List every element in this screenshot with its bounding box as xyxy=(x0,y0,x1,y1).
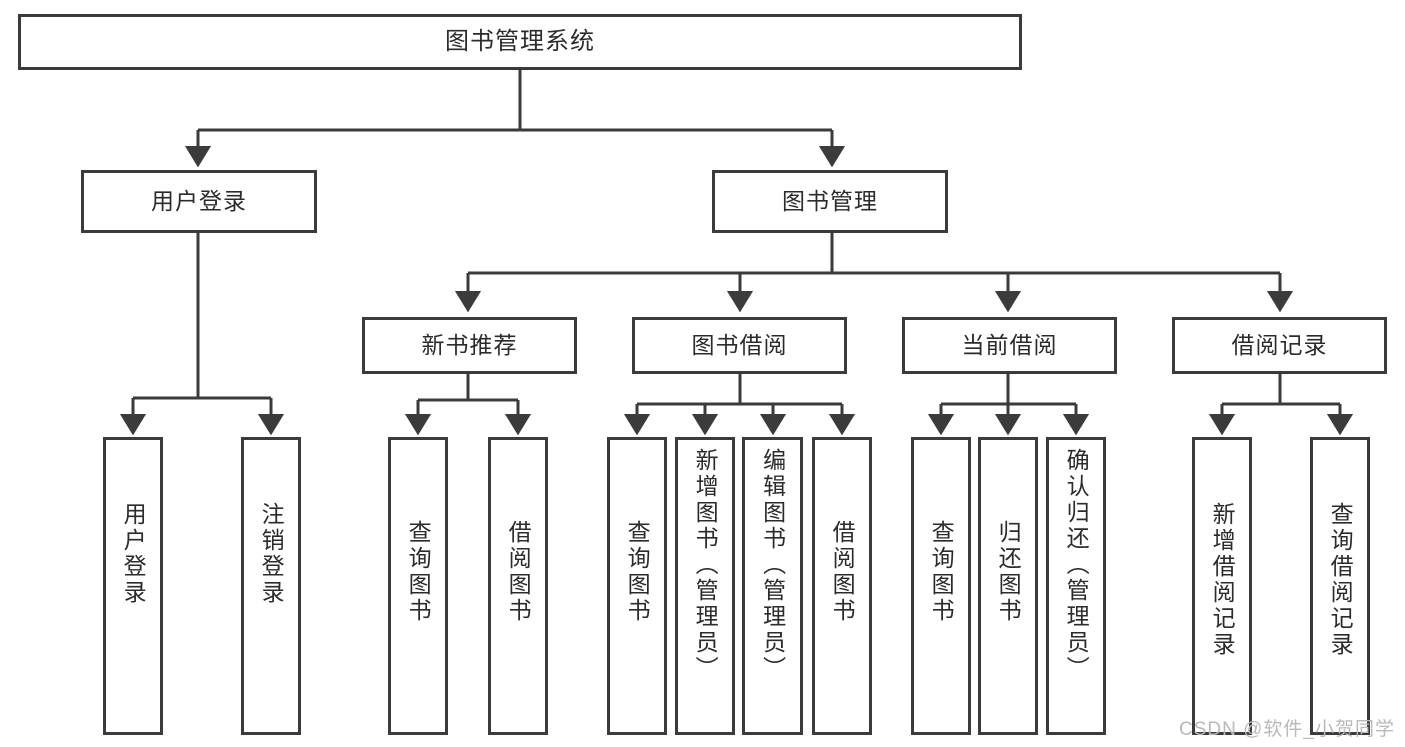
leaf-add-book-admin[interactable]: 新增图书（管理员） xyxy=(675,437,735,735)
leaf-label: 查询借阅记录 xyxy=(1327,502,1354,658)
leaf-label: 查询图书 xyxy=(405,520,432,624)
leaf-confirm-return-admin[interactable]: 确认归还（管理员） xyxy=(1046,437,1106,735)
leaf-label: 查询图书 xyxy=(624,520,651,624)
leaf-label: 注销登录 xyxy=(258,502,285,606)
node-new-book-recommend[interactable]: 新书推荐 xyxy=(362,317,577,374)
node-book-management[interactable]: 图书管理 xyxy=(712,170,948,233)
watermark: CSDN @软件_小贺同学 xyxy=(1179,719,1395,740)
node-label: 新书推荐 xyxy=(421,332,518,359)
leaf-user-login[interactable]: 用户登录 xyxy=(103,437,163,735)
leaf-label: 编辑图书（管理员） xyxy=(759,448,786,682)
leaf-label: 借阅图书 xyxy=(829,520,856,624)
leaf-query-book-current[interactable]: 查询图书 xyxy=(911,437,971,735)
node-current-borrow[interactable]: 当前借阅 xyxy=(902,317,1117,374)
leaf-label: 新增借阅记录 xyxy=(1209,502,1236,658)
leaf-add-borrow-record[interactable]: 新增借阅记录 xyxy=(1192,437,1252,735)
leaf-label: 归还图书 xyxy=(995,520,1022,624)
leaf-label: 查询图书 xyxy=(928,520,955,624)
leaf-label: 确认归还（管理员） xyxy=(1063,448,1090,682)
leaf-borrow-book[interactable]: 借阅图书 xyxy=(812,437,872,735)
leaf-query-borrow-record[interactable]: 查询借阅记录 xyxy=(1310,437,1370,735)
leaf-return-book[interactable]: 归还图书 xyxy=(978,437,1038,735)
node-label: 图书管理系统 xyxy=(445,28,595,55)
leaf-label: 用户登录 xyxy=(120,502,147,606)
leaf-label: 借阅图书 xyxy=(505,520,532,624)
node-label: 图书借阅 xyxy=(691,332,788,359)
leaf-borrow-book-recommend[interactable]: 借阅图书 xyxy=(488,437,548,735)
node-book-borrow[interactable]: 图书借阅 xyxy=(632,317,847,374)
node-borrow-record[interactable]: 借阅记录 xyxy=(1172,317,1387,374)
node-label: 当前借阅 xyxy=(961,332,1058,359)
leaf-edit-book-admin[interactable]: 编辑图书（管理员） xyxy=(742,437,803,735)
leaf-query-book-recommend[interactable]: 查询图书 xyxy=(388,437,448,735)
node-label: 图书管理 xyxy=(782,188,878,215)
leaf-label: 新增图书（管理员） xyxy=(692,448,719,682)
node-book-management-system[interactable]: 图书管理系统 xyxy=(18,14,1022,70)
leaf-query-book-borrow[interactable]: 查询图书 xyxy=(607,437,667,735)
node-user-login[interactable]: 用户登录 xyxy=(81,170,317,233)
node-label: 用户登录 xyxy=(151,188,247,215)
leaf-user-logout[interactable]: 注销登录 xyxy=(241,437,301,735)
node-label: 借阅记录 xyxy=(1231,332,1328,359)
